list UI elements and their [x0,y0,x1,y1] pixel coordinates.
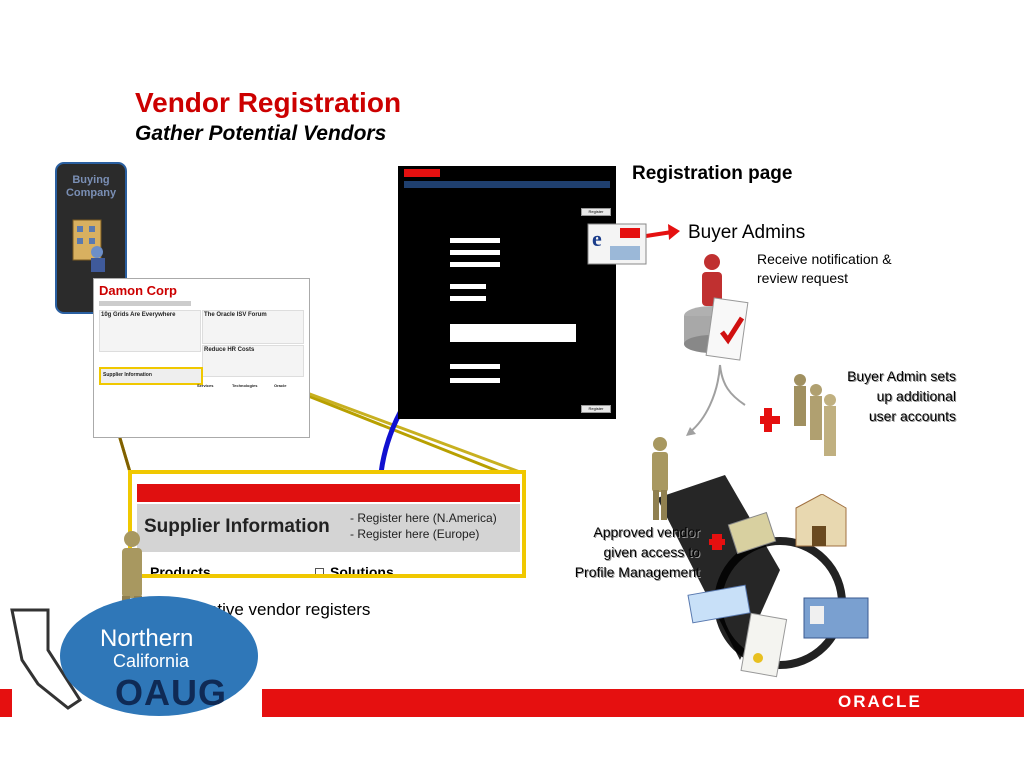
slide-subtitle: Gather Potential Vendors [135,122,387,145]
oaug-logo [60,596,258,716]
damon-supplier-label: Supplier Information [103,372,152,378]
vendor-person-icon [652,437,668,520]
profile-management-icons [687,494,869,678]
zoom-grey-panel [137,504,520,552]
footer-bar-left [0,689,12,717]
form-field[interactable] [450,284,486,289]
register-button-bottom[interactable]: Register [581,405,611,413]
damon-supplier-box[interactable] [99,367,203,385]
oaug-northern: Northern [100,625,194,652]
footer-bar [262,689,1024,717]
oaug-california: California [113,651,190,671]
buyer-admins-note: Receive notification & review request [757,251,892,286]
buying-company-label: Buying Company [65,174,117,199]
form-field[interactable] [450,364,500,369]
damon-corp-screenshot: Damon Corp 10g Grids Are Everywhere The … [93,278,310,438]
buyer-admin-desk-icon [684,254,749,361]
damon-col-services: Services [197,383,214,388]
user-accounts-group-icon [760,374,836,456]
damon-panel-grids [99,310,201,352]
damon-panel-grids-title: 10g Grids Are Everywhere [101,312,176,318]
damon-panel-hr-title: Reduce HR Costs [204,347,255,353]
register-link-na[interactable]: - Register here (N.America) [350,511,497,525]
svg-text:e: e [592,226,602,251]
oracle-mini-logo [404,169,440,177]
slide-title: Vendor Registration [135,87,402,118]
form-field[interactable] [450,238,500,243]
oracle-footer-logo: ORACLE [838,692,922,711]
zoom-products[interactable]: Products [150,564,211,578]
form-field[interactable] [450,296,486,301]
damon-logo: Damon Corp [99,283,177,298]
registration-header-bar [404,181,610,188]
form-textarea[interactable] [450,324,576,342]
damon-nav-bar [99,301,191,306]
zoom-solutions[interactable]: Solutions [315,564,394,574]
zoom-register-links: - Register here (N.America) - Register h… [350,510,497,542]
damon-panel-hr [202,345,304,377]
form-field[interactable] [450,262,500,267]
building-icon [72,219,105,272]
registration-page-label: Registration page [632,163,793,184]
approved-vendor-callout: Approved vendor given access to Profile … [574,524,700,580]
damon-col-technologies: Technologies [232,383,258,388]
zoom-supplier-heading: Supplier Information [144,516,330,537]
register-link-eu[interactable]: - Register here (Europe) [350,527,480,541]
email-notification-icon: e [587,223,647,265]
damon-panel-isv [202,310,304,344]
zoom-red-bar [137,484,520,502]
damon-panel-isv-title: The Oracle ISV Forum [204,312,267,318]
damon-col-oracle: Oracle [274,383,287,388]
form-field[interactable] [450,378,500,383]
supplier-info-zoom: Supplier Information - Register here (N.… [128,470,526,578]
buyer-admin-sets-callout: Buyer Admin sets up additional user acco… [847,368,956,424]
buyer-admins-label: Buyer Admins [688,222,806,243]
register-button-top[interactable]: Register [581,208,611,216]
registration-form-screenshot: Register Register [398,166,616,419]
form-field[interactable] [450,250,500,255]
california-map-icon [10,608,83,710]
oaug-acronym: OAUG [115,672,227,713]
